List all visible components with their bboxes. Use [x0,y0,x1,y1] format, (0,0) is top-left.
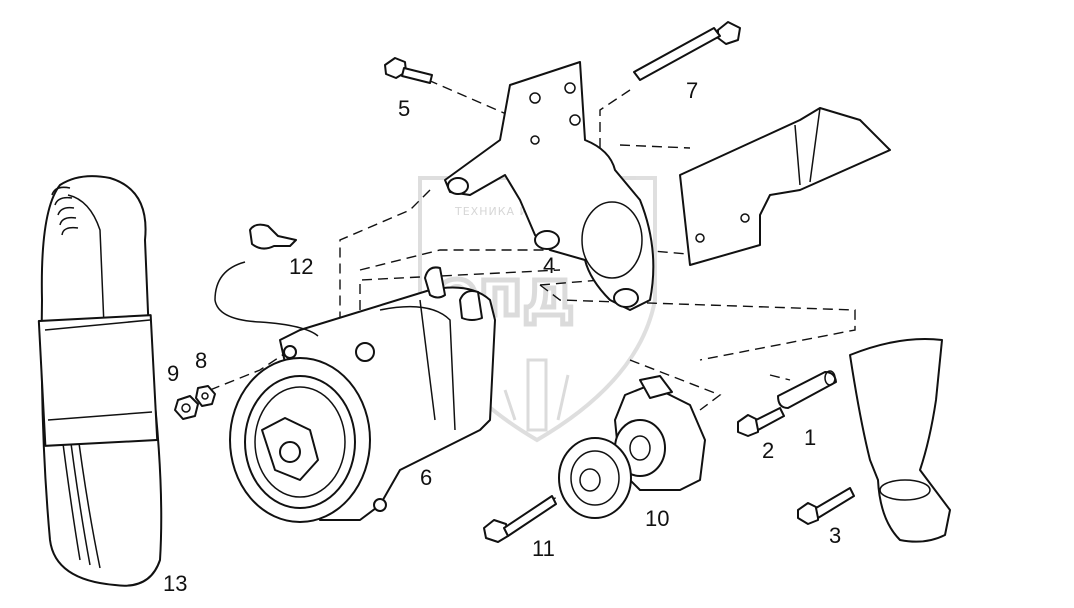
belt-tensioner [558,375,706,519]
nut-and-washer [174,385,216,420]
ac-compressor [229,266,496,523]
callout-1: 1 [804,425,816,450]
callout-12: 12 [289,254,313,279]
air-duct [849,338,951,543]
callouts: 1 2 3 4 5 6 7 8 9 10 11 12 13 [163,78,841,596]
callout-11: 11 [532,536,555,561]
bolt-7 [633,21,741,81]
sensor-clip [214,223,319,337]
callout-10: 10 [645,506,669,531]
spacer-sleeve [777,370,837,409]
engine-fragment [679,107,891,266]
callout-7: 7 [686,78,698,103]
callout-8: 8 [195,348,207,373]
bolt-2 [737,407,785,437]
callout-4: 4 [543,253,555,278]
bolt-3 [797,487,855,525]
bolt-11 [483,495,557,543]
callout-5: 5 [398,96,410,121]
bolt-5 [384,57,433,84]
callout-6: 6 [420,465,432,490]
callout-13: 13 [163,571,187,596]
mounting-bracket [444,61,655,311]
callout-3: 3 [829,523,841,548]
callout-2: 2 [762,438,774,463]
drive-belt [37,175,163,587]
callout-9: 9 [167,361,179,386]
